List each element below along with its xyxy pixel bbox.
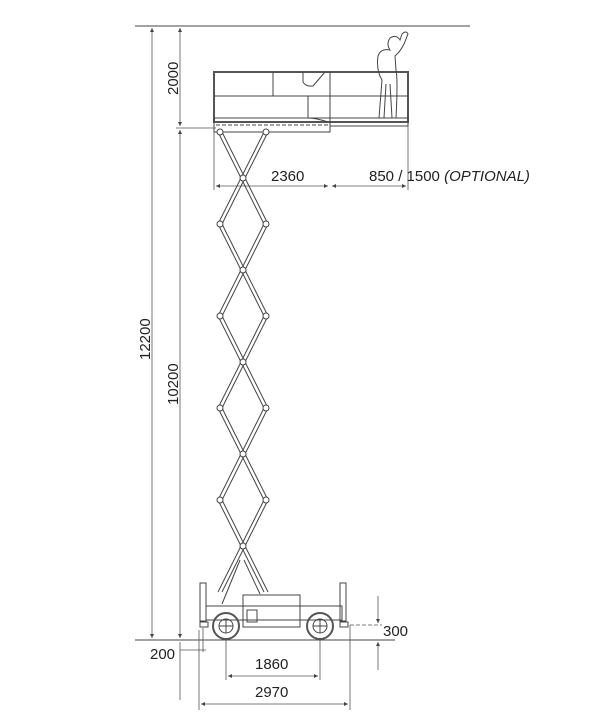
operator-figure: [377, 31, 409, 119]
scissor-pin: [239, 450, 247, 458]
svg-text:10200: 10200: [165, 363, 182, 405]
scissor-pin: [216, 220, 224, 228]
platform: [213, 71, 409, 133]
dim-2970: 2970: [201, 684, 348, 706]
svg-text:12200: 12200: [137, 318, 154, 360]
svg-text:2360: 2360: [271, 168, 304, 185]
front-wheel: [212, 612, 240, 640]
scissor-pin: [216, 404, 224, 412]
dim-10200: 10200: [165, 130, 182, 638]
dim-2360: 2360: [216, 168, 328, 188]
svg-text:200: 200: [150, 646, 175, 663]
scissor-pin: [262, 220, 270, 228]
dim-1860: 1860: [228, 656, 318, 678]
scissor-pin: [239, 174, 247, 182]
scissor-pin: [239, 358, 247, 366]
scissor-pin: [262, 404, 270, 412]
scissor-pin: [239, 266, 247, 274]
scissor-pin: [216, 128, 224, 136]
scissor-pin: [216, 496, 224, 504]
chassis: [199, 559, 349, 628]
svg-text:2970: 2970: [255, 684, 288, 701]
dim-200: 200: [150, 628, 206, 700]
svg-text:850 / 1500 (OPTIONAL): 850 / 1500 (OPTIONAL): [369, 168, 530, 185]
scissor-stack: [216, 128, 270, 593]
scissor-pin: [262, 312, 270, 320]
rear-wheel: [306, 612, 334, 640]
svg-text:300: 300: [383, 623, 408, 640]
scissor-pin: [262, 496, 270, 504]
dim-2000: 2000: [165, 28, 216, 129]
dim-300: 300: [350, 596, 408, 670]
scissor-pin: [239, 542, 247, 550]
scissor-pin: [262, 128, 270, 136]
scissor-pin: [216, 312, 224, 320]
svg-text:1860: 1860: [255, 656, 288, 673]
dim-extension: 850 / 1500 (OPTIONAL): [332, 168, 530, 188]
dim-12200: 12200: [137, 28, 154, 638]
svg-text:2000: 2000: [165, 62, 182, 95]
